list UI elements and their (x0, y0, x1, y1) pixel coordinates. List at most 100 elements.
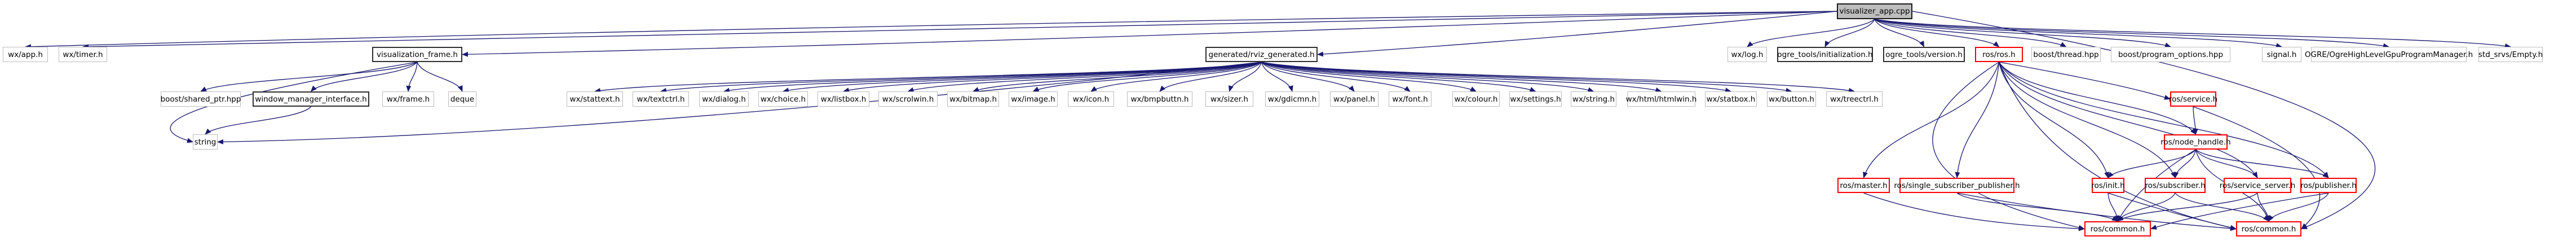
node-wx_app: wx/app.h (3, 47, 48, 62)
edge-rviz_gen-to-colour (1261, 62, 1477, 92)
node-image: wx/image.h (1009, 91, 1058, 107)
node-vis_frame[interactable]: visualization_frame.h (372, 47, 462, 62)
node-master[interactable]: ros/master.h (1837, 178, 1890, 193)
edge-rviz_gen-to-dialog (723, 62, 1262, 93)
node-string: string (193, 134, 218, 150)
node-sizer: wx/sizer.h (1205, 91, 1253, 107)
edge-vis_frame-to-shared_ptr (200, 62, 418, 92)
edge-ros_ros-to-publisher (1998, 62, 2329, 178)
edge-master-to-common1 (1863, 192, 2085, 231)
edge-vis_frame-to-wx_frame (406, 62, 418, 92)
edge-node_handle-to-init (2107, 149, 2197, 178)
node-init[interactable]: ros/init.h (2091, 178, 2125, 193)
node-colour: wx/colour.h (1452, 91, 1500, 107)
node-bmpbuttn: wx/bmpbuttn.h (1127, 91, 1192, 107)
edge-root-to-vis_frame (462, 11, 1837, 57)
node-ogre_ver[interactable]: ogre_tools/version.h (1883, 47, 1965, 62)
node-root: visualizer_app.cpp (1837, 3, 1912, 19)
node-std_srvs: std_srvs/Empty.h (2478, 47, 2543, 62)
node-wmi[interactable]: window_manager_interface.h (253, 91, 369, 107)
node-icon: wx/icon.h (1068, 91, 1114, 107)
edge-vis_frame-to-wmi (310, 62, 418, 92)
edge-ros_ros-to-common1 (1932, 62, 2085, 230)
edge-root-to-ogre_hlgpm (1874, 19, 2389, 49)
node-font: wx/font.h (1389, 91, 1431, 107)
edge-ros_ros-to-node_handle (1998, 62, 2197, 135)
edge-rviz_gen-to-icon (1090, 62, 1262, 92)
edge-ros_ros-to-ros_service (1999, 62, 2171, 100)
node-ogre_init[interactable]: ogre_tools/initialization.h (1777, 47, 1873, 62)
edge-root-to-signal (1874, 19, 2282, 48)
node-gdicmn: wx/gdicmn.h (1265, 91, 1319, 107)
node-node_handle[interactable]: ros/node_handle.h (2160, 134, 2231, 150)
edge-root-to-wx_timer (82, 11, 1837, 50)
node-htmlwin: wx/html/htmlwin.h (1626, 91, 1696, 107)
node-panel: wx/panel.h (1330, 91, 1378, 107)
edge-ros_ros-to-service_server (1998, 62, 2258, 178)
node-ssp[interactable]: ros/single_subscriber_publisher.h (1894, 178, 2020, 193)
edge-subscriber-to-common1 (2117, 192, 2176, 222)
edge-ros_ros-to-init (1998, 62, 2109, 178)
edge-root-to-common2 (1912, 11, 2376, 230)
node-boost_po: boost/program_options.hpp (2111, 47, 2230, 62)
node-boost_thread: boost/thread.hpp (2031, 47, 2101, 62)
node-subscriber[interactable]: ros/subscriber.h (2145, 178, 2206, 193)
edge-rviz_gen-to-font (1261, 62, 1411, 92)
edge-root-to-wx_log (1747, 19, 1875, 47)
edge-rviz_gen-to-wx_string (1261, 62, 1594, 93)
edge-root-to-ogre_init (1824, 19, 1875, 47)
edge-ros_ros-to-master (1863, 62, 2000, 178)
node-wx_frame: wx/frame.h (382, 91, 434, 107)
node-scrolwin: wx/scrolwin.h (878, 91, 938, 107)
edge-vis_frame-to-deque (417, 62, 463, 92)
node-ros_ros[interactable]: ros/ros.h (1975, 47, 2023, 62)
edge-rviz_gen-to-treectrl (1261, 62, 1855, 93)
edge-rviz_gen-to-textctrl (660, 62, 1262, 93)
edge-ros_ros-to-subscriber (1998, 62, 2176, 178)
node-common1[interactable]: ros/common.h (2084, 221, 2151, 236)
edge-root-to-ogre_ver (1874, 19, 1925, 47)
node-ogre_hlgpm: OGRE/OgreHighLevelGpuProgramManager.h (2305, 47, 2473, 62)
node-wx_string: wx/string.h (1571, 91, 1616, 107)
node-choice: wx/choice.h (758, 91, 808, 107)
node-statbox: wx/statbox.h (1705, 91, 1757, 107)
node-stattext: wx/stattext.h (567, 91, 623, 107)
node-publisher[interactable]: ros/publisher.h (2300, 178, 2357, 193)
node-service_server[interactable]: ros/service_server.h (2220, 178, 2295, 193)
edge-root-to-std_srvs (1874, 19, 2511, 49)
node-settings: wx/settings.h (1509, 91, 1562, 107)
edge-ssp-to-common1 (1956, 192, 2118, 222)
node-rviz_gen[interactable]: generated/rviz_generated.h (1205, 47, 1318, 62)
edge-publisher-to-common2 (2268, 192, 2329, 222)
edge-node_handle-to-subscriber (2173, 149, 2197, 178)
edge-root-to-boost_po (1874, 19, 2171, 47)
node-treectrl: wx/treectrl.h (1826, 91, 1883, 107)
node-textctrl: wx/textctrl.h (633, 91, 689, 107)
edge-rviz_gen-to-statbox (1261, 62, 1731, 93)
node-button: wx/button.h (1767, 91, 1816, 107)
edge-service_server-to-common2 (2257, 192, 2271, 222)
edge-rviz_gen-to-button (1261, 62, 1792, 93)
edge-service_server-to-common1 (2117, 192, 2258, 222)
edge-rviz_gen-to-image (1032, 62, 1262, 92)
node-common2[interactable]: ros/common.h (2236, 221, 2301, 236)
node-wx_log: wx/log.h (1727, 47, 1767, 62)
node-ros_service[interactable]: ros/service.h (2169, 91, 2217, 107)
node-bitmap: wx/bitmap.h (947, 91, 999, 107)
edge-rviz_gen-to-gdicmn (1261, 62, 1293, 92)
edge-node_handle-to-service_server (2195, 149, 2258, 178)
edge-root-to-ros_ros (1874, 19, 2000, 47)
edge-rviz_gen-to-stattext (594, 62, 1262, 93)
edge-ros_ros-to-ssp (1955, 62, 2000, 178)
edge-root-to-boost_thread (1874, 19, 2067, 47)
edge-ros_service-to-node_handle (2193, 106, 2198, 135)
edge-rviz_gen-to-sizer (1229, 62, 1262, 92)
node-wx_timer: wx/timer.h (59, 47, 107, 62)
edge-subscriber-to-common2 (2175, 192, 2269, 222)
edge-rviz_gen-to-settings (1261, 62, 1536, 92)
edge-rviz_gen-to-listbox (843, 62, 1262, 93)
edge-rviz_gen-to-bmpbuttn (1159, 62, 1262, 92)
edge-node_handle-to-publisher (2195, 149, 2329, 178)
edge-rviz_gen-to-choice (783, 62, 1262, 93)
